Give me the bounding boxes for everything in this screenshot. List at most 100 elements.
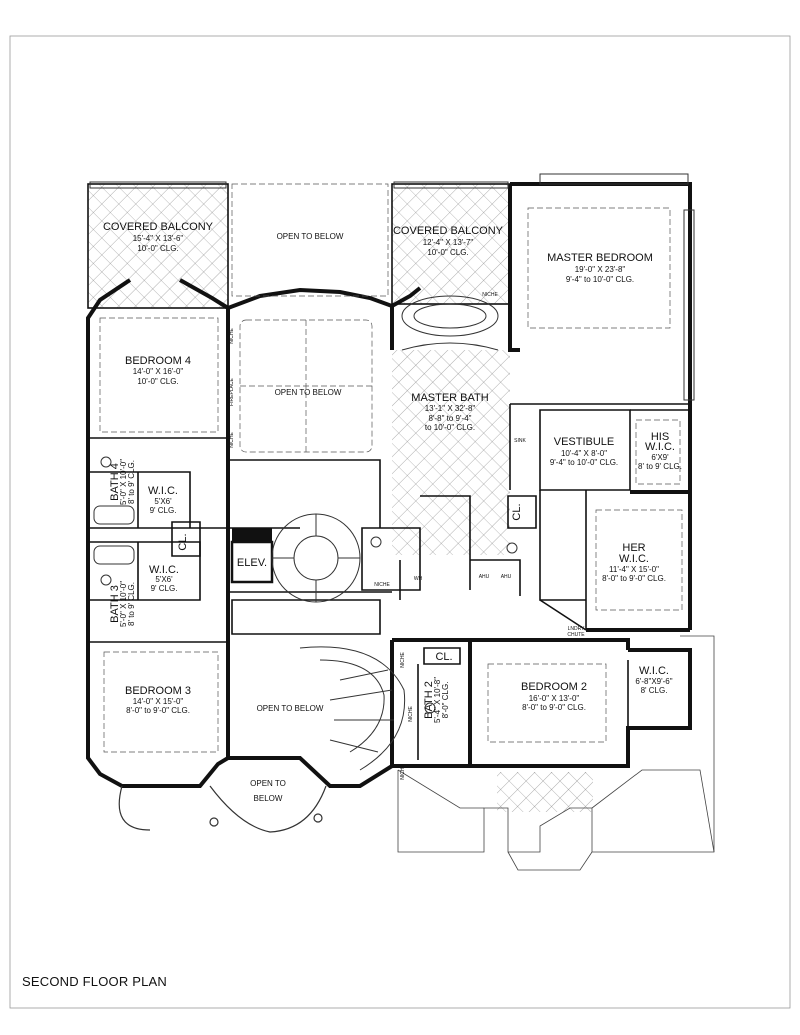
ceiling-lines [99, 183, 683, 753]
label-bath-2: BATH 2 5'-4" X 10'-8" 8'-0" CLG. [423, 677, 450, 723]
svg-text:5'-0" X 10'-0": 5'-0" X 10'-0" [119, 581, 128, 627]
svg-text:W.I.C.: W.I.C. [619, 553, 649, 565]
label-closet-mid: CL. [511, 503, 523, 520]
label-closet-upper: CL. [177, 533, 189, 550]
label-vestibule: VESTIBULE 10'-4" X 8'-0" 9'-4" to 10'-0"… [550, 436, 618, 467]
spiral-stair-upper [271, 513, 361, 603]
label-open-to-below-top: OPEN TO BELOW [277, 232, 344, 241]
svg-text:8' CLG.: 8' CLG. [641, 686, 668, 695]
svg-text:VESTIBULE: VESTIBULE [554, 436, 615, 448]
tag-niche-3: NICHE [482, 292, 498, 298]
svg-text:W.I.C.: W.I.C. [639, 665, 669, 677]
svg-text:BATH 2: BATH 2 [423, 681, 435, 719]
svg-text:W.I.C.: W.I.C. [149, 564, 179, 576]
label-closet-bed2: CL. [435, 651, 452, 663]
svg-text:19'-0" X 23'-8": 19'-0" X 23'-8" [575, 265, 626, 274]
svg-text:8' to 9' CLG.: 8' to 9' CLG. [638, 462, 682, 471]
laundry-chute-line2: CHUTE [567, 632, 585, 638]
tag-niche-6: NICHE [408, 706, 414, 722]
svg-text:8'-0" to 9'-0" CLG.: 8'-0" to 9'-0" CLG. [602, 574, 666, 583]
label-bedroom-3: BEDROOM 3 14'-0" X 15'-0" 8'-0" to 9'-0"… [125, 685, 191, 715]
svg-text:9' CLG.: 9' CLG. [151, 584, 178, 593]
tag-niche-2: NICHE [229, 432, 235, 448]
tag-niche-1: NICHE [229, 328, 235, 344]
svg-text:8'-8" to 9'-4": 8'-8" to 9'-4" [429, 414, 472, 423]
svg-text:13'-1" X 32'-8": 13'-1" X 32'-8" [425, 404, 476, 413]
svg-text:9' CLG.: 9' CLG. [150, 506, 177, 515]
svg-text:BEDROOM 3: BEDROOM 3 [125, 685, 191, 697]
svg-text:5'X6': 5'X6' [155, 575, 173, 584]
svg-text:10'-0" CLG.: 10'-0" CLG. [427, 248, 468, 257]
svg-text:to 10'-0" CLG.: to 10'-0" CLG. [425, 423, 475, 432]
plan-title: SECOND FLOOR PLAN [22, 974, 167, 989]
svg-text:14'-0" X 16'-0": 14'-0" X 16'-0" [133, 367, 184, 376]
svg-text:5'-4" X 10'-8": 5'-4" X 10'-8" [433, 677, 442, 723]
elevator-shaft-wall [232, 528, 272, 542]
lower-roof [397, 635, 715, 871]
svg-text:8' to 9' CLG.: 8' to 9' CLG. [127, 460, 136, 504]
svg-text:8' to 9' CLG.: 8' to 9' CLG. [127, 582, 136, 626]
label-bedroom-2: BEDROOM 2 16'-0" X 13'-0" 8'-0" to 9'-0"… [521, 681, 587, 712]
svg-text:14'-0" X 15'-0": 14'-0" X 15'-0" [133, 697, 184, 706]
tag-ahu-2: AHU [501, 574, 512, 580]
svg-text:W.I.C.: W.I.C. [148, 485, 178, 497]
label-open-to-below-center: OPEN TO BELOW [275, 388, 342, 397]
svg-text:OPEN TO: OPEN TO [250, 779, 286, 788]
svg-text:9'-4" to 10'-0" CLG.: 9'-4" to 10'-0" CLG. [550, 458, 618, 467]
label-covered-balcony-left: COVERED BALCONY 15'-4" X 13'-6" 10'-0" C… [103, 221, 214, 253]
label-open-to-below-stair: OPEN TO BELOW [257, 704, 324, 713]
svg-text:8'-0" to 9'-0" CLG.: 8'-0" to 9'-0" CLG. [126, 706, 190, 715]
tag-niche-4: NICHE [374, 582, 390, 588]
svg-text:MASTER BEDROOM: MASTER BEDROOM [547, 252, 653, 264]
label-covered-balcony-mid: COVERED BALCONY 12'-4" X 13'-7" 10'-0" C… [393, 225, 504, 257]
svg-text:8'-0" CLG.: 8'-0" CLG. [441, 682, 450, 719]
svg-text:11'-4" X 15'-0": 11'-4" X 15'-0" [609, 565, 659, 574]
svg-text:10'-4" X 8'-0": 10'-4" X 8'-0" [561, 449, 607, 458]
tag-ahu-1: AHU [479, 574, 490, 580]
balcony-mid-floor [392, 184, 510, 304]
svg-text:16'-0" X 13'-0": 16'-0" X 13'-0" [529, 694, 580, 703]
label-master-bedroom: MASTER BEDROOM 19'-0" X 23'-8" 9'-4" to … [547, 252, 653, 284]
label-elevator: ELEV. [237, 557, 267, 569]
svg-text:5'X6': 5'X6' [154, 497, 172, 506]
master-tub [401, 295, 499, 351]
label-wic-bed2: W.I.C. 6'-8"X9'-6" 8' CLG. [635, 665, 672, 695]
label-bedroom-4: BEDROOM 4 14'-0" X 16'-0" 10'-0" CLG. [125, 355, 191, 386]
tag-fireplace: FIREPLACE [229, 377, 235, 405]
label-her-wic: HER W.I.C. 11'-4" X 15'-0" 8'-0" to 9'-0… [602, 542, 666, 583]
svg-text:W.I.C.: W.I.C. [645, 441, 675, 453]
svg-text:9'-4" to 10'-0" CLG.: 9'-4" to 10'-0" CLG. [566, 275, 634, 284]
svg-text:MASTER BATH: MASTER BATH [411, 392, 488, 404]
label-master-bath: MASTER BATH 13'-1" X 32'-8" 8'-8" to 9'-… [411, 392, 488, 432]
sheet-border [9, 35, 791, 1009]
interior-walls [87, 183, 690, 760]
laundry-chute-line1: LNDRY [568, 626, 586, 632]
svg-text:10'-0" CLG.: 10'-0" CLG. [137, 244, 178, 253]
tag-niche-7: NICHE [400, 764, 406, 780]
svg-text:BEDROOM 2: BEDROOM 2 [521, 681, 587, 693]
label-wic-upper: W.I.C. 5'X6' 9' CLG. [148, 485, 178, 515]
tag-sink: SINK [514, 438, 526, 444]
master-bath-floor [392, 350, 510, 555]
label-bath-4: BATH 4 5'-0" X 10'-0" 8' to 9' CLG. [109, 459, 136, 505]
label-wic-lower: W.I.C. 5'X6' 9' CLG. [149, 564, 179, 593]
label-open-to-below-bay: OPEN TO BELOW [250, 779, 286, 803]
svg-text:6'X9': 6'X9' [651, 453, 669, 462]
svg-text:BEDROOM 4: BEDROOM 4 [125, 355, 191, 367]
svg-text:HER: HER [622, 542, 645, 554]
svg-text:BATH 3: BATH 3 [109, 585, 121, 623]
bath-fixtures [93, 456, 518, 714]
bed2-balcony-floor [497, 772, 593, 812]
svg-text:6'-8"X9'-6": 6'-8"X9'-6" [635, 677, 672, 686]
tag-niche-5: NICHE [400, 652, 406, 668]
elevator-box [230, 540, 274, 584]
svg-text:BELOW: BELOW [254, 794, 283, 803]
tag-wh: WH [414, 576, 423, 582]
svg-text:12'-4" X 13'-7": 12'-4" X 13'-7" [423, 238, 474, 247]
label-his-wic: HIS W.I.C. 6'X9' 8' to 9' CLG. [638, 431, 682, 471]
svg-text:15'-4" X 13'-6": 15'-4" X 13'-6" [133, 234, 184, 243]
bay-window [118, 785, 327, 833]
label-bath-3: BATH 3 5'-0" X 10'-0" 8' to 9' CLG. [109, 581, 136, 627]
spiral-stair-lower [299, 646, 406, 771]
